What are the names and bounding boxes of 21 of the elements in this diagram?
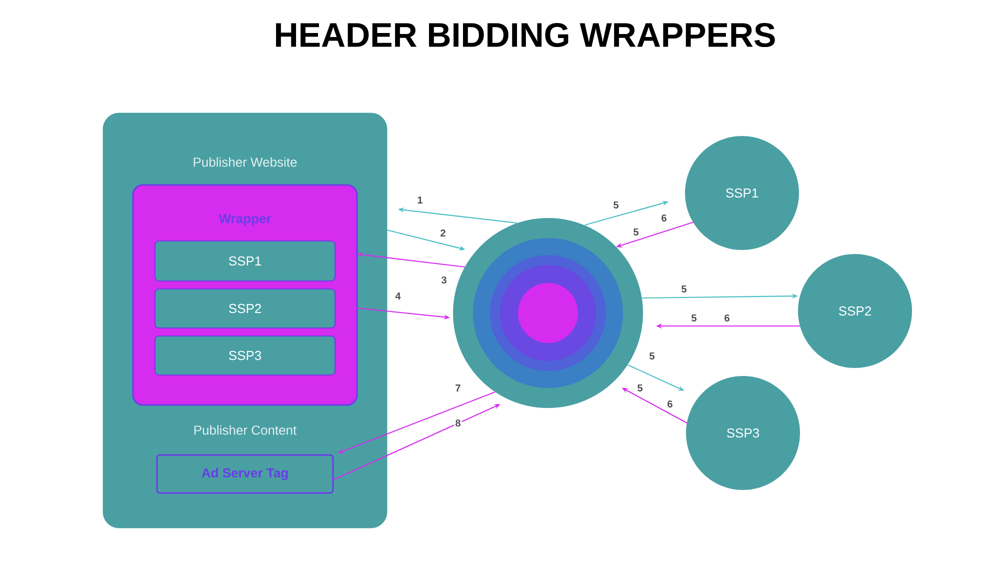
ad-tag-box: Ad Server Tag xyxy=(156,454,334,494)
edge-label: 3 xyxy=(440,275,448,285)
edge-label: 5 xyxy=(636,384,644,392)
target-circle-drawing xyxy=(453,218,643,408)
edge-label: 5 xyxy=(648,352,656,360)
edge-label: 5 xyxy=(690,314,698,322)
ssp-box: SSP2 xyxy=(154,288,336,328)
step-number: 6 xyxy=(660,213,668,223)
edge-label: 5 xyxy=(680,284,688,294)
step-number: 6 xyxy=(723,313,731,323)
edge-label: 1 xyxy=(416,196,424,204)
edge-label: 8 xyxy=(454,418,462,428)
edge-label: 5 xyxy=(612,200,620,210)
step-number: 6 xyxy=(666,399,674,409)
edge-label: 2 xyxy=(439,228,447,238)
edge-label: 4 xyxy=(394,292,402,300)
edge-label: 5 xyxy=(632,228,640,236)
ssp-box: SSP1 xyxy=(154,240,336,282)
ssp-box: SSP3 xyxy=(154,336,336,376)
title: HEADER BIDDING WRAPPERS xyxy=(276,22,775,48)
edge-label: 7 xyxy=(454,384,462,392)
